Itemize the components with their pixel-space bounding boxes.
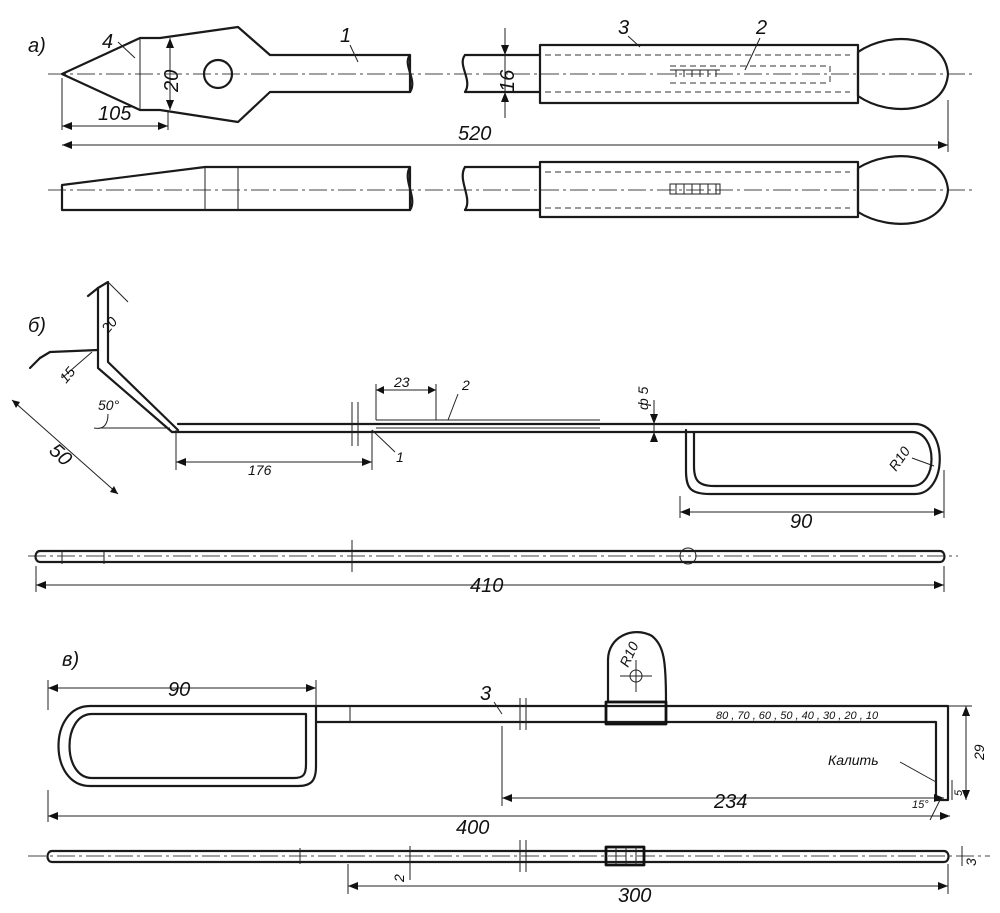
dimension-hook-gap: 5	[951, 780, 965, 800]
scraper-handle-top-view	[461, 37, 950, 111]
dimension-rod-diameter: ф 5	[635, 386, 658, 442]
scraper-blade-top-view	[60, 25, 414, 124]
dimension-loop-length: 90	[47, 679, 317, 710]
dimension-loop-length: 90	[679, 470, 945, 533]
svg-text:90: 90	[168, 679, 190, 701]
note-harden: Калить	[828, 752, 937, 783]
svg-text:20: 20	[97, 314, 120, 337]
scraper-side-view	[60, 155, 950, 225]
dimension-rod-diameter: 16	[497, 28, 519, 118]
mounting-plate	[606, 631, 668, 704]
dimension-top-length: 20	[97, 281, 129, 337]
mounting-hole	[202, 58, 234, 90]
svg-text:520: 520	[458, 123, 491, 145]
dimension-arm-length: 50	[11, 399, 119, 495]
svg-text:2: 2	[391, 874, 407, 883]
dimension-tip-size: 3	[961, 846, 979, 866]
part-label-3: 3	[618, 17, 629, 39]
part-label-2: 2	[461, 377, 470, 393]
dimension-bottom-length: 300	[347, 864, 949, 907]
svg-text:90: 90	[790, 511, 812, 533]
plate-radius-label: R10	[616, 639, 641, 669]
dimension-hook-length: 15	[56, 351, 93, 386]
panel-c-letter: в)	[62, 649, 79, 671]
part-label-3: 3	[480, 683, 491, 705]
hook-angle-label: 15°	[912, 799, 929, 811]
dimension-overall-length: 400	[47, 790, 950, 839]
svg-text:50°: 50°	[98, 397, 120, 413]
dimension-rod-size: 2	[391, 846, 411, 883]
svg-text:410: 410	[470, 575, 503, 597]
dimension-hook-height: 29	[948, 705, 987, 800]
dimension-angle: 50°	[93, 397, 170, 429]
hook-tool-side-view	[28, 280, 941, 496]
dimension-loop-radius: R10	[885, 443, 935, 474]
dimension-shaft-length: 176	[175, 430, 373, 478]
part-label-1: 1	[396, 449, 404, 465]
hook-tool-plan-view	[28, 540, 958, 572]
svg-text:29: 29	[971, 744, 987, 761]
svg-text:234: 234	[713, 791, 747, 813]
svg-text:Калить: Калить	[828, 752, 879, 768]
part-label-4: 4	[102, 31, 113, 53]
svg-text:400: 400	[456, 817, 489, 839]
gauge-tool-plan-view	[28, 840, 990, 872]
dimension-blade-width: 20	[161, 38, 183, 110]
svg-text:20: 20	[161, 70, 183, 93]
handle-knob	[856, 37, 950, 111]
svg-text:R10: R10	[885, 443, 913, 473]
dimension-overall-length: 410	[35, 566, 945, 597]
svg-text:5: 5	[953, 789, 965, 796]
panel-a-letter: а)	[28, 35, 46, 57]
dimension-overall-length: 520	[62, 100, 949, 152]
panel-a: а) 4 1 3 2	[28, 17, 975, 225]
svg-text:23: 23	[393, 374, 410, 390]
svg-text:3: 3	[963, 858, 979, 866]
svg-text:ф 5: ф 5	[635, 386, 651, 410]
part-label-1: 1	[340, 25, 351, 47]
panel-c: в) 90	[28, 631, 990, 907]
scale-marks: 80 , 70 , 60 , 50 , 40 , 30 , 20 , 10	[716, 710, 879, 722]
part-label-2: 2	[755, 17, 767, 39]
svg-text:50: 50	[45, 439, 76, 470]
svg-text:176: 176	[248, 462, 272, 478]
dimension-scale-length: 234	[501, 726, 944, 813]
svg-text:300: 300	[618, 885, 651, 907]
dimension-blade-length: 105	[61, 78, 169, 130]
panel-b: б) 20 15 50°	[11, 280, 958, 597]
gauge-tool-side-view	[57, 631, 950, 821]
svg-text:16: 16	[497, 69, 519, 92]
dimension-shaft-segment: 23	[375, 374, 437, 420]
svg-text:105: 105	[98, 103, 132, 125]
panel-b-letter: б)	[28, 315, 46, 337]
